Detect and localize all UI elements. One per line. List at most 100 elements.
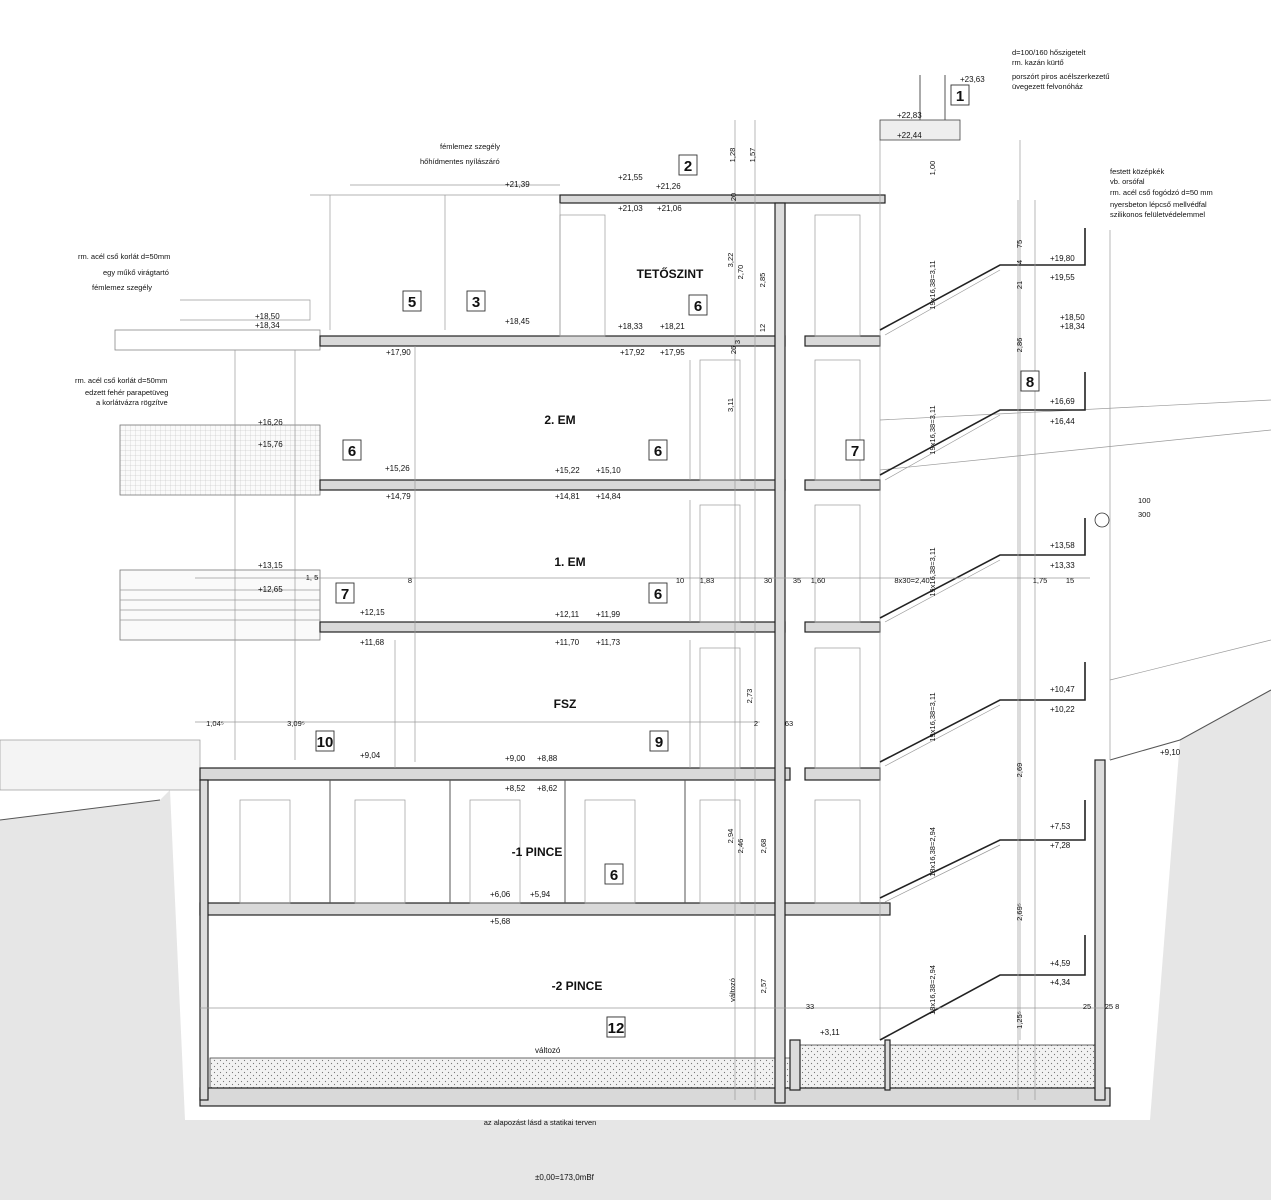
detail-tag-label-8: 6 (348, 443, 356, 460)
dim-d269b: 2,69⁵ (1015, 903, 1024, 921)
note-n3b: vb. orsófal (1110, 177, 1145, 186)
floor-label-p2: -2 PINCE (552, 979, 603, 993)
level-l1644: +16,44 (1050, 417, 1075, 426)
level-l852: +8,52 (505, 784, 526, 793)
level-l1170: +11,70 (555, 638, 580, 647)
level-l862: +8,62 (537, 784, 558, 793)
dim-d294: 2,94 (726, 829, 735, 844)
dim-d269: 2,69 (1015, 763, 1024, 778)
level-l1211: +12,11 (555, 610, 580, 619)
level-l1173: +11,73 (596, 638, 621, 647)
level-l000: ±0,00=173,0mBf (535, 1173, 595, 1182)
dim-d33: 33 (806, 1002, 814, 1011)
dim-d20: 20 (729, 193, 738, 201)
level-l1481: +14,81 (555, 492, 580, 501)
level-l904: +9,04 (360, 751, 381, 760)
note-foundation: az alapozást lásd a statikai terven (484, 1118, 597, 1127)
detail-tag-12: 9 (649, 730, 669, 752)
floor-label-roof: TETŐSZINT (637, 266, 704, 281)
note-n14: 300 (1138, 510, 1151, 519)
note-n7: hőhídmentes nyílászáró (420, 157, 500, 166)
level-l1522: +15,22 (555, 466, 580, 475)
detail-tag-3: 5 (402, 290, 422, 312)
detail-tag-label-12: 9 (655, 734, 663, 751)
level-l1484: +14,84 (596, 492, 621, 501)
dim-s19d: 19x16,38=3,11 (928, 692, 937, 741)
level-l1358: +13,58 (1050, 541, 1075, 550)
dim-d183: 1,83 (700, 576, 715, 585)
note-n9: egy műkő virágtartó (103, 268, 169, 277)
level-l2283: +22,83 (897, 111, 922, 120)
level-l2139: +21,39 (505, 180, 530, 189)
level-l1333: +13,33 (1050, 561, 1075, 570)
doors (239, 214, 861, 904)
dim-d25: 25 (1083, 1002, 1091, 1011)
level-l1215: +12,15 (360, 608, 385, 617)
dim-s18a: 18x16,38=2,94 (928, 827, 937, 877)
dim-d21: 21 (1015, 281, 1024, 289)
dim-d125: 1,25⁵ (1015, 1011, 1024, 1029)
level-l728: +7,28 (1050, 841, 1071, 850)
dim-d4: 4 (1015, 260, 1024, 264)
level-l910: +9,10 (1160, 748, 1181, 757)
dim-d35: 35 (793, 576, 801, 585)
level-l2106: +21,06 (657, 204, 682, 213)
level-l1047: +10,47 (1050, 685, 1075, 694)
dim-d15: 15 (1066, 576, 1074, 585)
note-n3a: festett középkék (1110, 167, 1164, 176)
dim-s19b: 19x16,38=3,11 (928, 405, 937, 454)
detail-tag-label-11: 8 (1026, 374, 1034, 391)
level-l568: +5,68 (490, 917, 511, 926)
note-n6: fémlemez szegély (440, 142, 500, 151)
left-balconies (114, 184, 560, 760)
dim-d285: 2,85 (758, 273, 767, 288)
level-l1576: +15,76 (258, 440, 283, 449)
detail-tag-label-13: 10 (317, 734, 334, 751)
note-n1a: d=100/160 hőszigetelt (1012, 48, 1087, 57)
detail-tag-9: 7 (335, 582, 355, 604)
detail-tag-11: 8 (1020, 370, 1040, 392)
level-l1669: +16,69 (1050, 397, 1075, 406)
dim-d8: 8 (408, 576, 412, 585)
detail-tag-2: 3 (466, 290, 486, 312)
detail-tag-0: 1 (950, 84, 970, 106)
dim-d273: 2,73 (745, 689, 754, 704)
detail-tag-label-5: 6 (654, 443, 662, 460)
level-l1315: +13,15 (258, 561, 283, 570)
level-l1821: +18,21 (660, 322, 685, 331)
level-l1199: +11,99 (596, 610, 621, 619)
level-l1510: +15,10 (596, 466, 621, 475)
floor-label-em2: 2. EM (544, 413, 575, 427)
note-n11: rm. acél cső korlát d=50mm (75, 376, 167, 385)
note-n13: 100 (1138, 496, 1151, 505)
dim-s19a: 19x16,38=3,11 (928, 260, 937, 309)
level-l311: +3,11 (820, 1028, 840, 1037)
dim-d75: 75 (1015, 240, 1024, 248)
dim-d268: 2,68 (759, 839, 768, 854)
level-l2244: +22,44 (897, 131, 922, 140)
detail-tag-4: 6 (688, 294, 708, 316)
level-l1790: +17,90 (386, 348, 411, 357)
detail-tag-10: 7 (845, 439, 865, 461)
dim-d286: 2,86 (1015, 338, 1024, 353)
note-n2a: porszórt piros acélszerkezetű (1012, 72, 1110, 81)
level-l2126: +21,26 (656, 182, 681, 191)
floor-slabs (199, 194, 1111, 1107)
dim-d2: 2 (754, 719, 758, 728)
detail-tag-label-10: 7 (851, 443, 859, 460)
dim-d26: 26 (729, 346, 738, 354)
level-l1792: +17,92 (620, 348, 645, 357)
note-n10: fémlemez szegély (92, 283, 152, 292)
note-n5a: nyersbeton lépcső mellvédfal (1110, 200, 1207, 209)
dim-d12: 12 (758, 324, 767, 332)
level-l434: +4,34 (1050, 978, 1071, 987)
level-lvalt: változó (535, 1046, 561, 1055)
level-l1850a: +18,50 (255, 312, 280, 321)
detail-tag-label-6: 6 (654, 586, 662, 603)
note-n2b: üvegezett felvonóház (1012, 82, 1083, 91)
level-l888: +8,88 (537, 754, 558, 763)
detail-tag-label-3: 5 (408, 294, 416, 311)
detail-tag-13: 10 (315, 730, 335, 752)
dim-d3: 3 (733, 340, 742, 344)
